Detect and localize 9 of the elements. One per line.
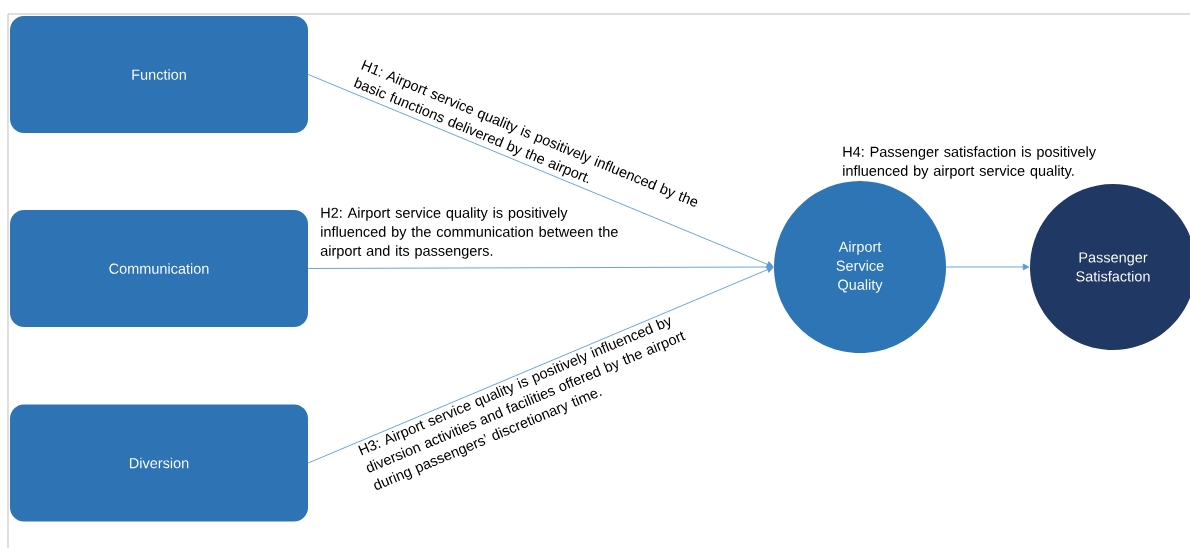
arrow — [307, 74, 774, 268]
arrow — [945, 263, 1030, 271]
process-box: Diversion — [10, 404, 308, 522]
hypothesis-text: H4: Passenger satisfaction is positively influenced by airport service quality. — [843, 146, 1096, 179]
arrow — [307, 263, 774, 271]
process-box: Communication — [10, 210, 308, 327]
process-box: Function — [10, 16, 308, 133]
edge-label: H2: Airport service quality is positively influenced by the communication between the airport and its passengers. — [320, 207, 618, 259]
arrow — [307, 266, 774, 464]
